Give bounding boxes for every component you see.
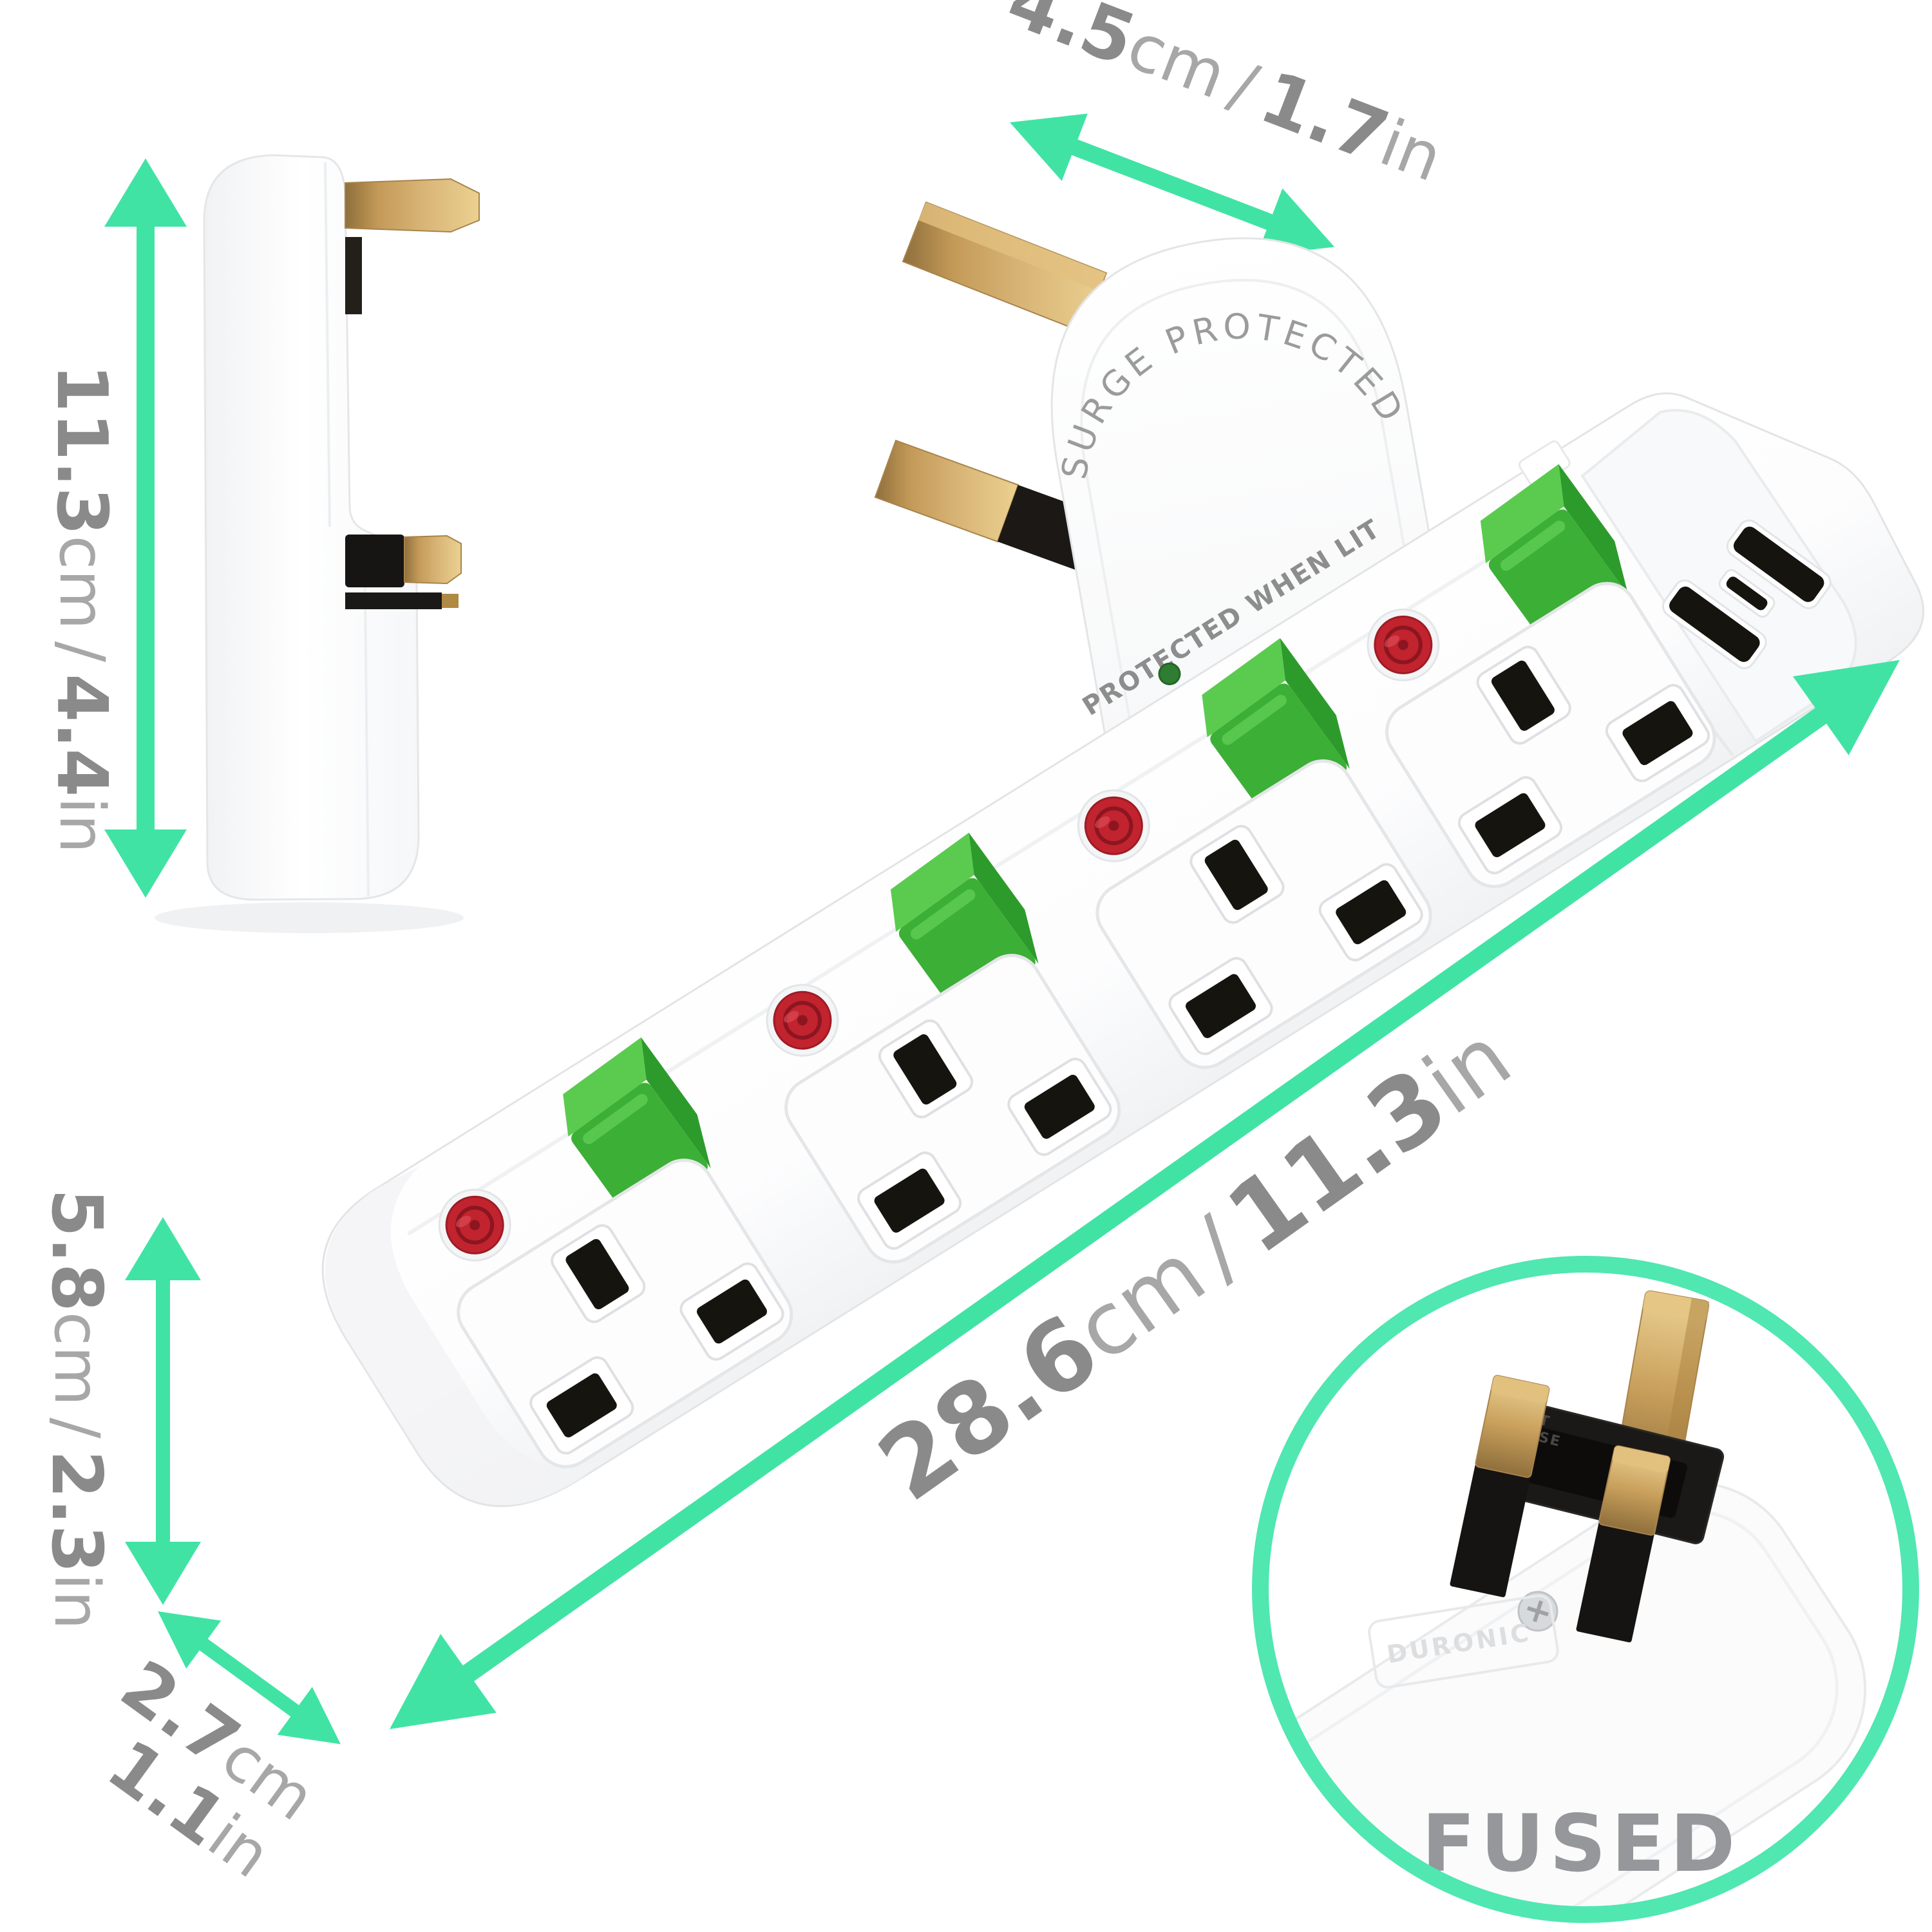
fused-live-pin-icon: [1450, 1375, 1550, 1598]
depth-arrow-icon: [158, 1611, 341, 1745]
plug-dome-seam: [1080, 278, 1444, 815]
neon-indicator: [766, 983, 839, 1057]
far-pin-side-icon: [345, 237, 362, 314]
socket-module-4: [1367, 464, 1716, 889]
depth-dimension: 2.7cm 1.1in: [93, 1611, 341, 1892]
socket-height-dimension-label: 5.8cm/2.3in: [36, 1189, 117, 1630]
live-slot: [1168, 957, 1273, 1056]
live-slot: [1457, 776, 1562, 875]
neutral-slot: [679, 1262, 784, 1361]
bar-left-endcap: [325, 1166, 603, 1506]
fused-label: FUSED: [1422, 1798, 1741, 1889]
live-pin-sleeve-icon: [345, 535, 404, 587]
earth-slot: [551, 1224, 646, 1323]
usb-c-slot: [1718, 569, 1776, 618]
neon-indicator: [1367, 608, 1440, 681]
height-arrow-icon: [104, 158, 187, 898]
live-pin-brass-icon: [404, 535, 462, 585]
earth-pin-highlight: [918, 202, 1106, 291]
usb-ports-panel: [1580, 409, 1857, 743]
fused-ring-icon: [1252, 1256, 1919, 1923]
height-dimension-label: 11.3cm/4.4in: [41, 364, 122, 853]
earth-pin-side-icon: [345, 178, 480, 233]
earth-slot: [1189, 824, 1285, 924]
fused-plug-base: [1265, 1481, 1867, 1910]
neon-indicator: [438, 1188, 511, 1262]
far-live-pin-tip-icon: [442, 594, 459, 608]
height-dimension: 11.3cm/4.4in: [41, 158, 187, 898]
side-plug-shadow: [155, 902, 464, 933]
earth-slot: [878, 1019, 974, 1119]
side-plug-body: [203, 154, 420, 901]
socket-height-arrow-icon: [125, 1217, 201, 1605]
pin-width-arrow-icon: [1010, 113, 1335, 256]
rear-plug-pins: [874, 201, 1121, 579]
live-slot: [529, 1356, 634, 1455]
socket-module-2: [766, 832, 1121, 1264]
usb-a-slot-1: [1662, 579, 1767, 669]
side-view-plug: [155, 154, 480, 933]
socket-height-dimension: 5.8cm/2.3in: [36, 1189, 201, 1630]
usb-a-slot-2: [1726, 519, 1832, 609]
live-pin-brass-icon: [874, 439, 1019, 543]
neutral-slot: [1318, 863, 1423, 961]
socket-module-1: [438, 1037, 793, 1468]
neon-indicator: [1077, 789, 1150, 862]
led-indicator: [1158, 662, 1181, 685]
far-live-pin-icon: [345, 592, 442, 609]
live-slot: [857, 1151, 962, 1250]
fused-callout-circle: FIT FUSE DURONIC FUSED: [1252, 1256, 1919, 1923]
socket-module-3: [1077, 638, 1432, 1069]
neutral-slot: [1007, 1057, 1112, 1156]
earth-slot: [1476, 645, 1571, 745]
extension-bar: [321, 392, 1925, 1508]
length-arrow-icon: [390, 659, 1900, 1729]
neutral-slot: [1605, 684, 1710, 782]
screw-icon: [1517, 1591, 1558, 1632]
side-plug-seam: [324, 162, 331, 527]
brand-plate-outline: [1368, 1594, 1559, 1689]
fused-neutral-pin-icon: [1576, 1445, 1671, 1643]
